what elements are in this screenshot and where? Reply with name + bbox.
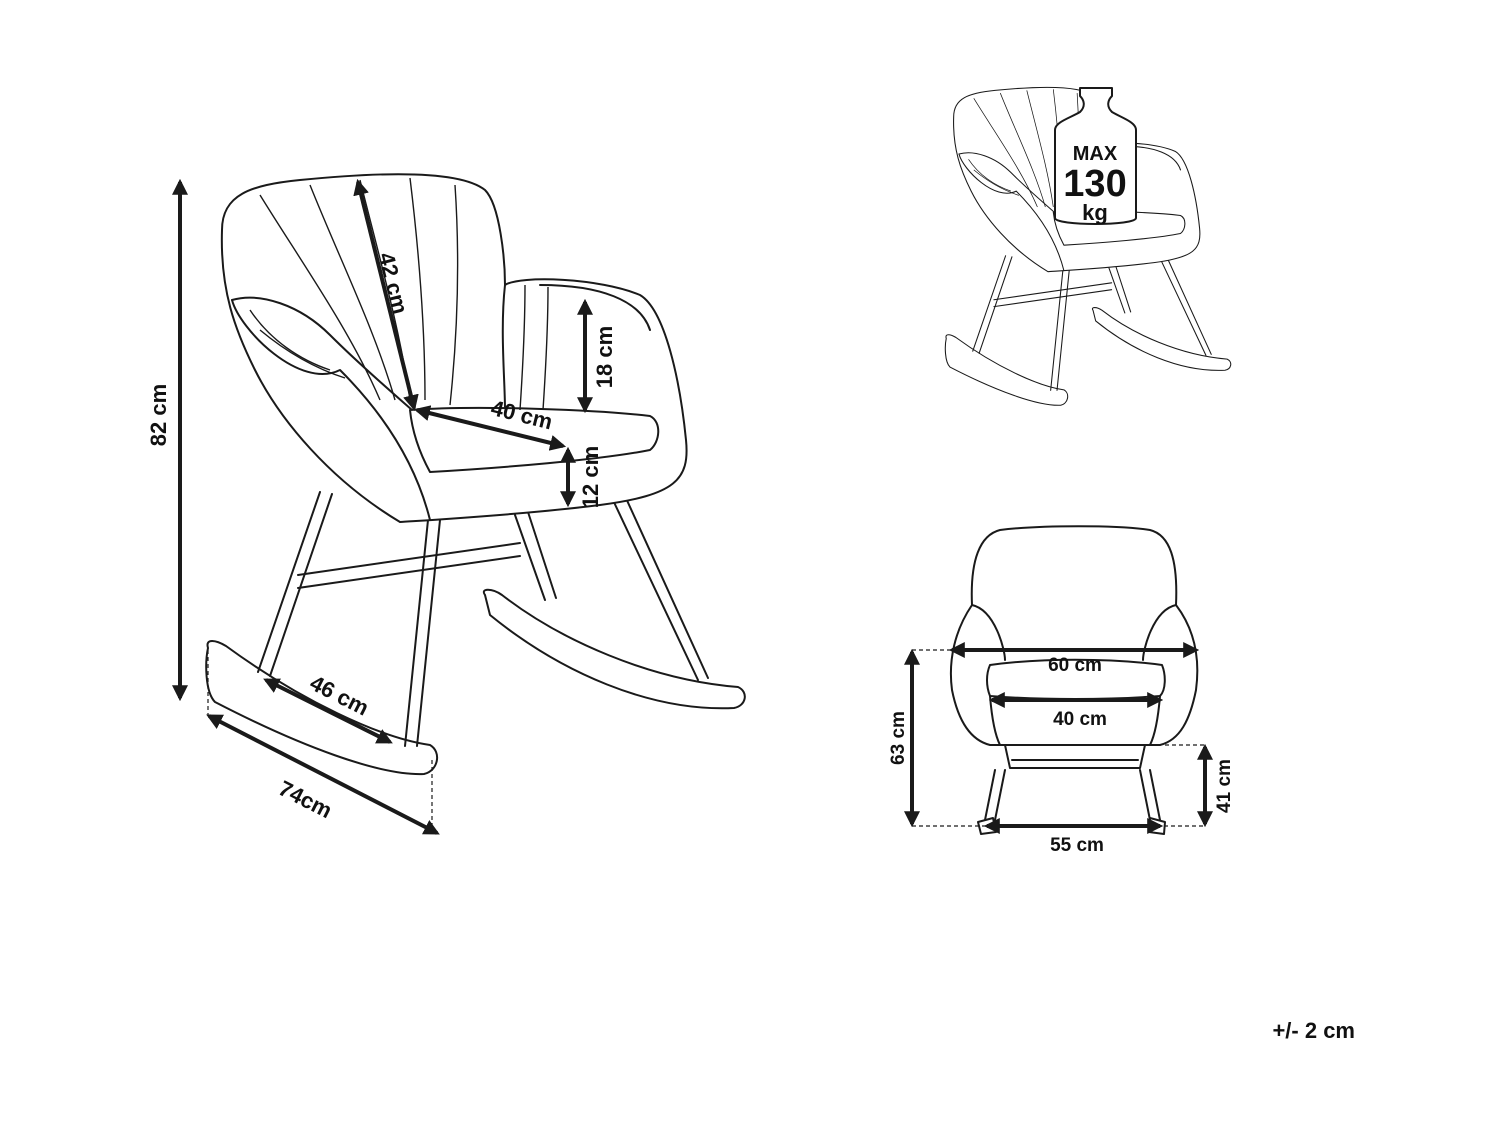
front-view-chair (949, 525, 1199, 835)
base-width-label: 55 cm (1050, 835, 1104, 856)
seat-height-label: 41 cm (1214, 759, 1235, 813)
armrest-height-label: 18 cm (592, 326, 617, 388)
seat-depth-arrow (413, 405, 567, 451)
back-height-arrow (353, 178, 419, 412)
max-unit: kg (1082, 200, 1108, 225)
height-label: 82 cm (146, 384, 171, 446)
max-value: 130 (1063, 163, 1126, 205)
seat-width-label: 40 cm (1053, 709, 1107, 730)
front-view-dimensions: 60 cm 40 cm 63 cm 41 cm 55 cm (888, 642, 1235, 856)
side-view-chair (205, 173, 746, 776)
arm-height-label: 63 cm (888, 711, 909, 765)
max-label: MAX (1073, 143, 1118, 165)
rocker-length-label: 74cm (275, 775, 336, 823)
tolerance-note: +/- 2 cm (1272, 1018, 1355, 1043)
weight-icon: MAX 130 kg (1054, 87, 1137, 225)
overall-width-label: 60 cm (1048, 655, 1102, 676)
rocker-length-arrow (206, 714, 440, 835)
seat-thickness-label: 12 cm (578, 446, 603, 508)
